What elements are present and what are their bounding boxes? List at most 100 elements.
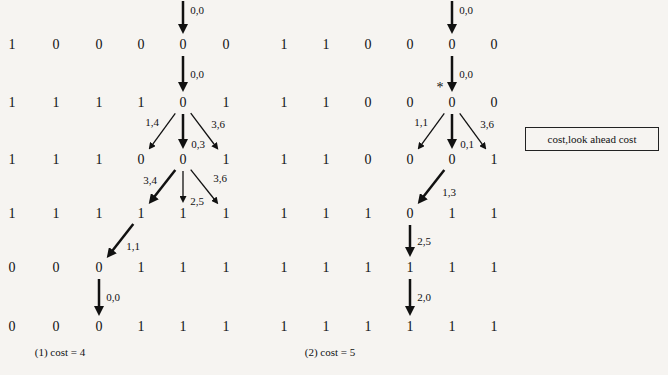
grid-cell: 1	[6, 36, 19, 54]
legend-text: cost,look ahead cost	[548, 133, 637, 145]
grid-cell: 0	[362, 151, 375, 169]
legend-box: cost,look ahead cost	[525, 127, 659, 151]
cell-value: 1	[281, 37, 288, 52]
grid-cell: 0	[488, 36, 501, 54]
cell-value: 0	[96, 37, 103, 52]
cell-value: 0	[180, 152, 187, 167]
cell-value: 0	[138, 152, 145, 167]
cell-value: 0	[53, 319, 60, 334]
grid-cell: 0	[177, 151, 190, 169]
grid-cell: 1	[320, 259, 333, 277]
grid-cell: 1	[278, 36, 291, 54]
grid-cell: 1	[488, 259, 501, 277]
edge-label: 3,6	[212, 172, 228, 184]
grid-cell: 1	[278, 318, 291, 336]
cell-value: 1	[223, 206, 230, 221]
grid-cell: 1	[488, 151, 501, 169]
cell-value: 1	[449, 319, 456, 334]
cell-value: 1	[223, 319, 230, 334]
cell-value: 1	[281, 206, 288, 221]
cell-value: 1	[9, 152, 16, 167]
grid-cell: 1	[50, 94, 63, 112]
grid-cell: 1	[362, 318, 375, 336]
grid-cell: 1	[362, 259, 375, 277]
grid-cell: 0	[50, 36, 63, 54]
grid-cell: 1	[220, 151, 233, 169]
cell-value: 0	[407, 206, 414, 221]
grid-cell: 0	[6, 259, 19, 277]
grid-cell: 1	[220, 205, 233, 223]
cell-value: 1	[138, 95, 145, 110]
cell-value: 0	[180, 95, 187, 110]
grid-cell: 0	[93, 36, 106, 54]
edge-label: 0,0	[105, 291, 121, 303]
grid-cell: 1	[320, 318, 333, 336]
caption-text: (1) cost = 4	[34, 346, 87, 359]
cell-value: 1	[138, 260, 145, 275]
grid-cell: 0	[135, 36, 148, 54]
grid-cell: 0	[135, 151, 148, 169]
edge-label: 1,3	[441, 186, 457, 198]
caption-text: (2) cost = 5	[304, 346, 357, 359]
grid-cell: 1	[446, 259, 459, 277]
edge-label: 2,5	[189, 195, 205, 207]
grid-cell: 1	[278, 94, 291, 112]
grid-cell: 1	[278, 259, 291, 277]
grid-cell: 1	[177, 318, 190, 336]
grid-cell: 0	[362, 36, 375, 54]
entry-arrow	[451, 1, 454, 29]
cell-value: 0	[491, 95, 498, 110]
cell-value: 1	[365, 260, 372, 275]
cell-value: 1	[223, 260, 230, 275]
cell-value: 1	[491, 206, 498, 221]
cell-value: 1	[96, 206, 103, 221]
cell-value: 0	[96, 319, 103, 334]
cell-value: 0	[407, 37, 414, 52]
arrow-connector	[409, 279, 412, 311]
cell-value: 1	[323, 95, 330, 110]
grid-cell: 0	[404, 36, 417, 54]
cell-value: 0	[407, 152, 414, 167]
grid-cell: 0	[177, 36, 190, 54]
cell-value: 1	[323, 206, 330, 221]
edge-label: 3,6	[210, 118, 226, 130]
cell-value: 1	[491, 260, 498, 275]
arrow-connector	[182, 56, 185, 87]
edge-label: 0,0	[189, 68, 205, 80]
edge-label: 0,3	[190, 138, 206, 150]
cell-value: 1	[9, 95, 16, 110]
cell-value: 1	[407, 319, 414, 334]
grid-cell: 1	[278, 205, 291, 223]
grid-cell: 1	[320, 36, 333, 54]
cell-value: 1	[449, 260, 456, 275]
edge-label: 2,0	[416, 291, 432, 303]
cell-value: 1	[281, 152, 288, 167]
cell-value: 0	[491, 37, 498, 52]
cell-value: 0	[407, 95, 414, 110]
cell-value: 1	[138, 319, 145, 334]
grid-cell: 0	[177, 94, 190, 112]
mark-symbol: *	[436, 80, 445, 96]
cell-value: 1	[180, 206, 187, 221]
grid-cell: 1	[404, 259, 417, 277]
cell-value: 1	[407, 260, 414, 275]
cell-value: 0	[53, 37, 60, 52]
cell-value: 0	[53, 260, 60, 275]
edge-label: 0,0	[189, 4, 205, 17]
cell-value: 1	[323, 319, 330, 334]
grid-cell: 1	[446, 205, 459, 223]
edge-label: 0,1	[459, 138, 475, 150]
cell-value: 1	[9, 37, 16, 52]
grid-cell: 0	[446, 94, 459, 112]
cell-value: 1	[53, 95, 60, 110]
grid-cell: 1	[177, 205, 190, 223]
edge-label: 0,0	[458, 4, 474, 17]
cell-value: 0	[180, 37, 187, 52]
grid-cell: 1	[220, 318, 233, 336]
arrow-connector	[182, 114, 185, 144]
cell-value: 1	[96, 95, 103, 110]
grid-cell: 1	[6, 151, 19, 169]
